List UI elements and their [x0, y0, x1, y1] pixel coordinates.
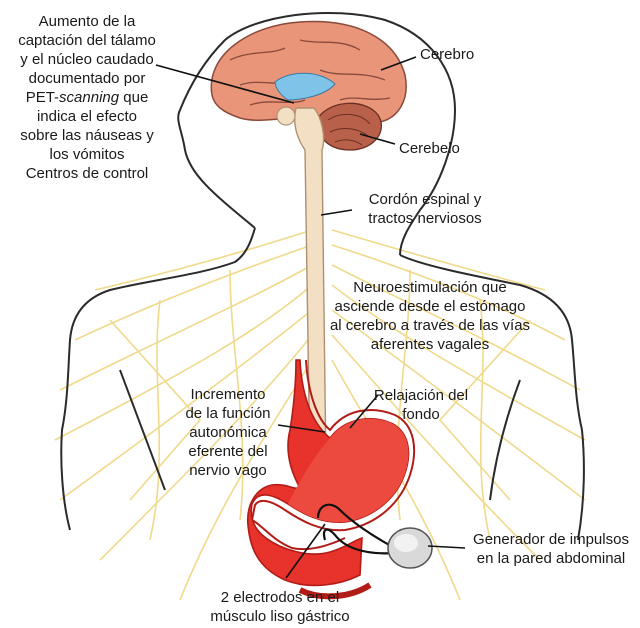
label-thalamus-line: captación del tálamo — [2, 31, 172, 50]
label-cerebro: Cerebro — [420, 45, 474, 64]
label-neuro-line: aferentes vagales — [310, 335, 550, 354]
label-thalamus-line: y el núcleo caudado — [2, 50, 172, 69]
label-incremento-line: Incremento — [178, 385, 278, 404]
label-thalamus-line: PET-scanning que — [2, 88, 172, 107]
label-neuroestimulacion: Neuroestimulación que asciende desde el … — [310, 278, 550, 354]
label-thalamus-line: documentado por — [2, 69, 172, 88]
label-generador: Generador de impulsos en la pared abdomi… — [466, 530, 636, 568]
label-incremento-line: eferente del — [178, 442, 278, 461]
label-cordon: Cordón espinal y tractos nerviosos — [350, 190, 500, 228]
label-thalamus-line: indica el efecto — [2, 107, 172, 126]
label-neuro-line: asciende desde el estómago — [310, 297, 550, 316]
label-neuro-line: Neuroestimulación que — [310, 278, 550, 297]
label-incremento-line: de la función — [178, 404, 278, 423]
label-cerebelo: Cerebelo — [399, 139, 460, 158]
label-thalamus-line: Centros de control — [2, 164, 172, 183]
leader-generador — [428, 546, 465, 548]
label-neuro-line: al cerebro a través de las vías — [310, 316, 550, 335]
label-cordon-line: Cordón espinal y — [350, 190, 500, 209]
label-electrodos-line: 2 electrodos en el — [190, 588, 370, 607]
label-generador-line: Generador de impulsos — [466, 530, 636, 549]
pulse-generator — [388, 528, 432, 568]
label-thalamus-line: Aumento de la — [2, 12, 172, 31]
label-incremento: Incremento de la función autonómica efer… — [178, 385, 278, 480]
cerebellum — [318, 103, 382, 150]
label-cordon-line: tractos nerviosos — [350, 209, 500, 228]
label-generador-line: en la pared abdominal — [466, 549, 636, 568]
label-relajacion: Relajación del fondo — [365, 386, 477, 424]
label-relajacion-line: fondo — [365, 405, 477, 424]
leader-cordon — [321, 210, 352, 215]
label-electrodos-line: músculo liso gástrico — [190, 607, 370, 626]
label-thalamus-line: los vómitos — [2, 145, 172, 164]
label-incremento-line: nervio vago — [178, 461, 278, 480]
label-electrodos: 2 electrodos en el músculo liso gástrico — [190, 588, 370, 626]
label-incremento-line: autonómica — [178, 423, 278, 442]
label-relajacion-line: Relajación del — [365, 386, 477, 405]
label-thalamus: Aumento de la captación del tálamo y el … — [2, 12, 172, 183]
label-thalamus-line: sobre las náuseas y — [2, 126, 172, 145]
